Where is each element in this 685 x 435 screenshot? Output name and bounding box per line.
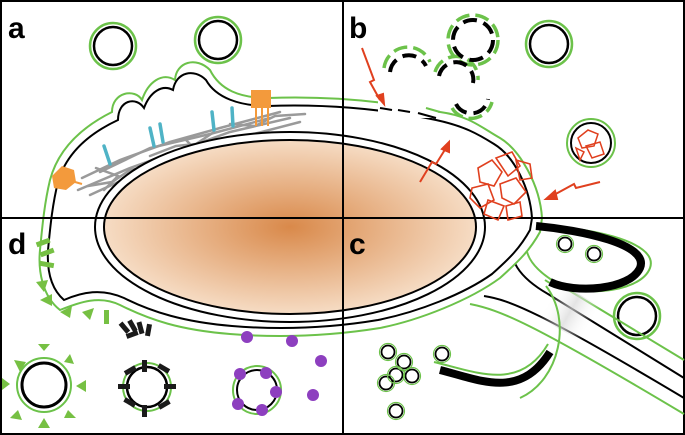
intracellular-debris: [469, 151, 533, 222]
fragmented-vesicles: [382, 13, 500, 121]
receptor-icon: [52, 166, 83, 190]
budding-loop: [433, 222, 652, 399]
panel-label-b: b: [349, 12, 367, 45]
purple-membrane-particles: [241, 331, 327, 401]
vesicle-icon: [524, 19, 574, 69]
zigzag-arrow-icon: [361, 47, 386, 108]
membrane-gap: [378, 100, 441, 119]
vesicle-icon: [88, 21, 138, 71]
nucleus: [103, 139, 477, 315]
green-protein-vesicle: [2, 344, 86, 428]
vesicle-icon: [193, 15, 243, 65]
black-membrane-proteins: [118, 319, 152, 339]
receptor-icon: [251, 90, 271, 126]
zigzag-arrow-icon: [543, 181, 601, 200]
black-protein-vesicle: [118, 360, 176, 417]
small-vesicles-rim: [376, 234, 604, 421]
membrane-linkers: [102, 106, 235, 166]
panel-label-a: a: [8, 12, 25, 45]
green-membrane-proteins: [35, 237, 109, 324]
panel-label-c: c: [349, 228, 366, 261]
debris-vesicle: [566, 118, 616, 168]
panel-label-d: d: [8, 228, 26, 261]
zigzag-arrow-icon: [419, 139, 450, 183]
purple-particle-vesicle: [232, 365, 282, 416]
